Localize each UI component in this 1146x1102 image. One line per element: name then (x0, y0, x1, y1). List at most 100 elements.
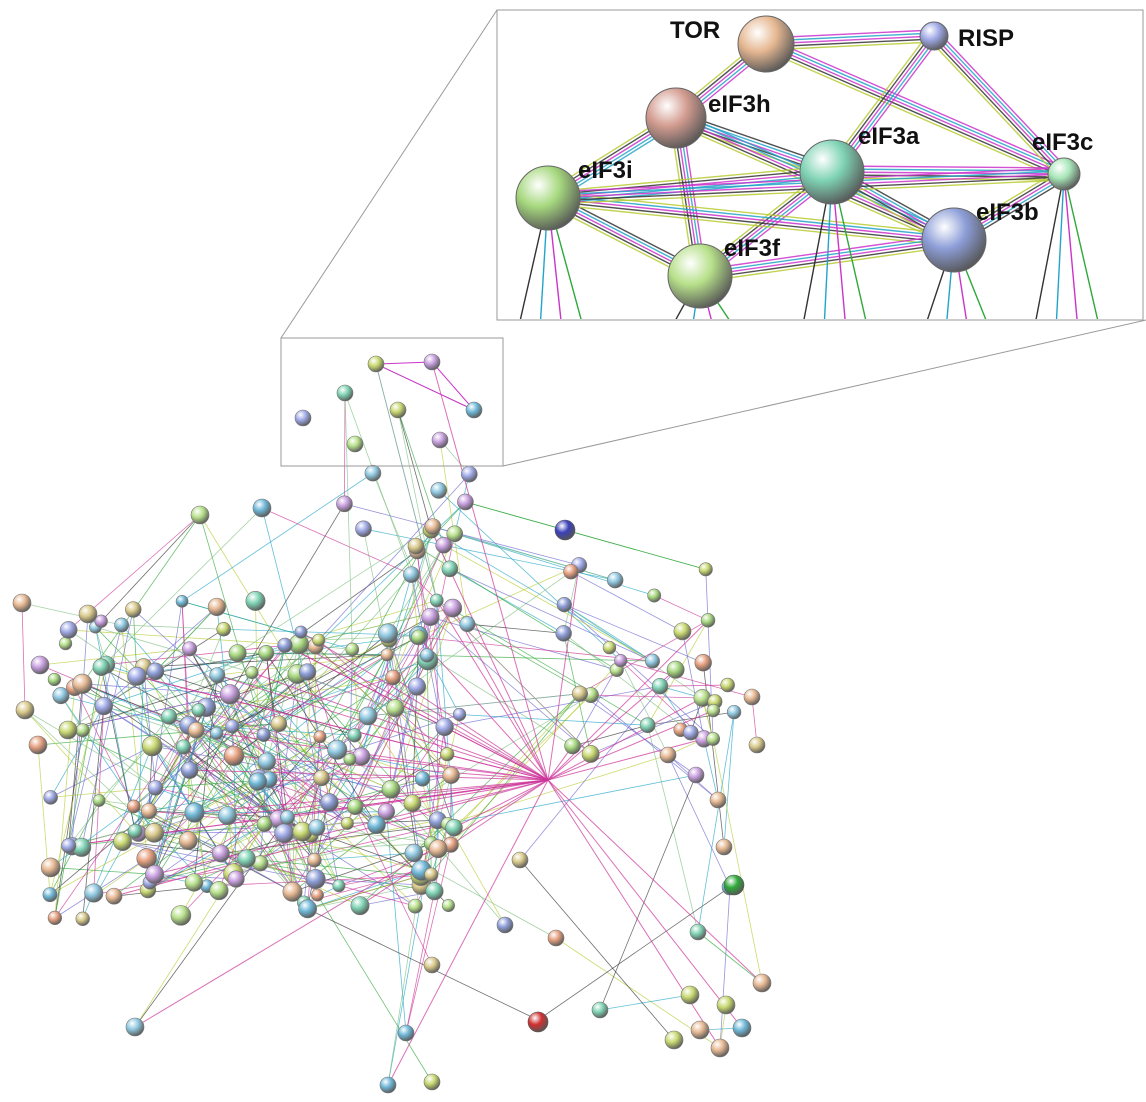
overview-edge (81, 609, 134, 848)
overview-node (748, 736, 766, 754)
overview-edge (547, 710, 714, 781)
inset-edge-RISP-eIF3c (933, 35, 1065, 175)
overview-edge (418, 636, 549, 781)
overview-node (698, 562, 713, 577)
inset-edge-eIF3i-eIF3b (548, 191, 955, 235)
overview-node (47, 910, 62, 925)
overview-edge (121, 624, 224, 630)
overview-node (424, 867, 439, 882)
overview-node (294, 625, 308, 639)
overview-node (554, 519, 576, 541)
inset-edge-TOR-RISP (766, 41, 935, 51)
overview-node (581, 745, 600, 763)
overview-node (606, 571, 624, 589)
overview-node (127, 666, 147, 686)
overview-edge (54, 710, 200, 919)
overview-edge (189, 769, 549, 781)
inset-edge-TOR-eIF3c (766, 40, 1066, 172)
overview-node (414, 771, 431, 787)
overview-node (364, 464, 382, 482)
overview-edge (134, 779, 549, 1028)
overview-node (126, 799, 141, 814)
overview-edge (260, 862, 435, 892)
overview-edge (297, 673, 362, 757)
overview-edge (317, 894, 433, 1083)
overview-node (639, 717, 656, 734)
overview-edge (344, 392, 353, 650)
overview-node (210, 726, 224, 740)
overview-node (355, 520, 372, 538)
overview-edge (232, 726, 432, 844)
overview-edge (564, 604, 653, 662)
overview-edge (233, 755, 549, 781)
overview-edge (319, 529, 432, 738)
overview-edge (599, 774, 697, 1011)
overview-node (425, 882, 444, 901)
overview-edge (392, 526, 434, 678)
overview-edge (304, 870, 422, 904)
overview-edge (237, 652, 445, 728)
overview-edge (278, 633, 389, 725)
overview-edge (547, 779, 763, 984)
overview-edge (318, 635, 419, 641)
overview-edge (375, 363, 438, 601)
overview-edge (438, 490, 621, 661)
overview-edge (397, 409, 438, 601)
overview-edge (416, 550, 429, 661)
inset-edge-RISP-eIF3c (937, 31, 1069, 171)
overview-node (440, 747, 455, 762)
overview-edge (344, 392, 412, 575)
overview-node (716, 995, 736, 1015)
overview-node (176, 739, 192, 755)
overview-edge (67, 648, 190, 731)
inset-label-RISP: RISP (958, 25, 1014, 52)
overview-edge (354, 544, 445, 736)
overview-edge (387, 544, 444, 634)
inset-edge-eIF3i-eIF3b (547, 197, 955, 241)
overview-edge (151, 745, 261, 864)
overview-node (715, 838, 733, 856)
overview-edge (54, 667, 102, 918)
overview-edge (453, 694, 592, 828)
overview-node (511, 851, 529, 869)
overview-node (645, 653, 660, 669)
overview-edge (220, 756, 362, 854)
overview-node (136, 848, 157, 869)
overview-edge (344, 392, 346, 504)
overview-edge (599, 994, 691, 1011)
inset-edge-offscreen (1063, 173, 1078, 319)
overview-edge (149, 734, 355, 883)
overview-node (336, 495, 353, 513)
overview-edge (122, 841, 221, 854)
overview-edge (654, 595, 709, 621)
overview-edge (467, 623, 564, 634)
overview-node (180, 761, 199, 779)
overview-node (336, 384, 354, 402)
overview-edge (261, 507, 321, 737)
overview-node (441, 560, 459, 578)
overview-edge (298, 643, 549, 781)
zoom-connector-top (280, 9, 498, 339)
overview-node (659, 746, 677, 764)
inset-edge-eIF3i-eIF3b (547, 203, 954, 247)
overview-edge (397, 409, 432, 531)
overview-edge (67, 729, 265, 825)
overview-node (591, 1001, 609, 1019)
overview-node (94, 696, 113, 716)
overview-edge (412, 779, 549, 804)
inset-label-eIF3i: eIF3i (578, 157, 633, 184)
overview-node (228, 644, 247, 663)
overview-edge (431, 529, 653, 662)
overview-edge (147, 755, 235, 891)
overview-edge (194, 779, 549, 814)
overview-node (389, 401, 407, 419)
overview-edge (265, 652, 288, 818)
overview-node (680, 985, 700, 1005)
overview-node (547, 929, 565, 947)
overview-node (386, 699, 405, 718)
overview-edge (719, 886, 731, 1049)
inset-label-TOR: TOR (670, 17, 720, 44)
overview-edge (564, 604, 714, 740)
